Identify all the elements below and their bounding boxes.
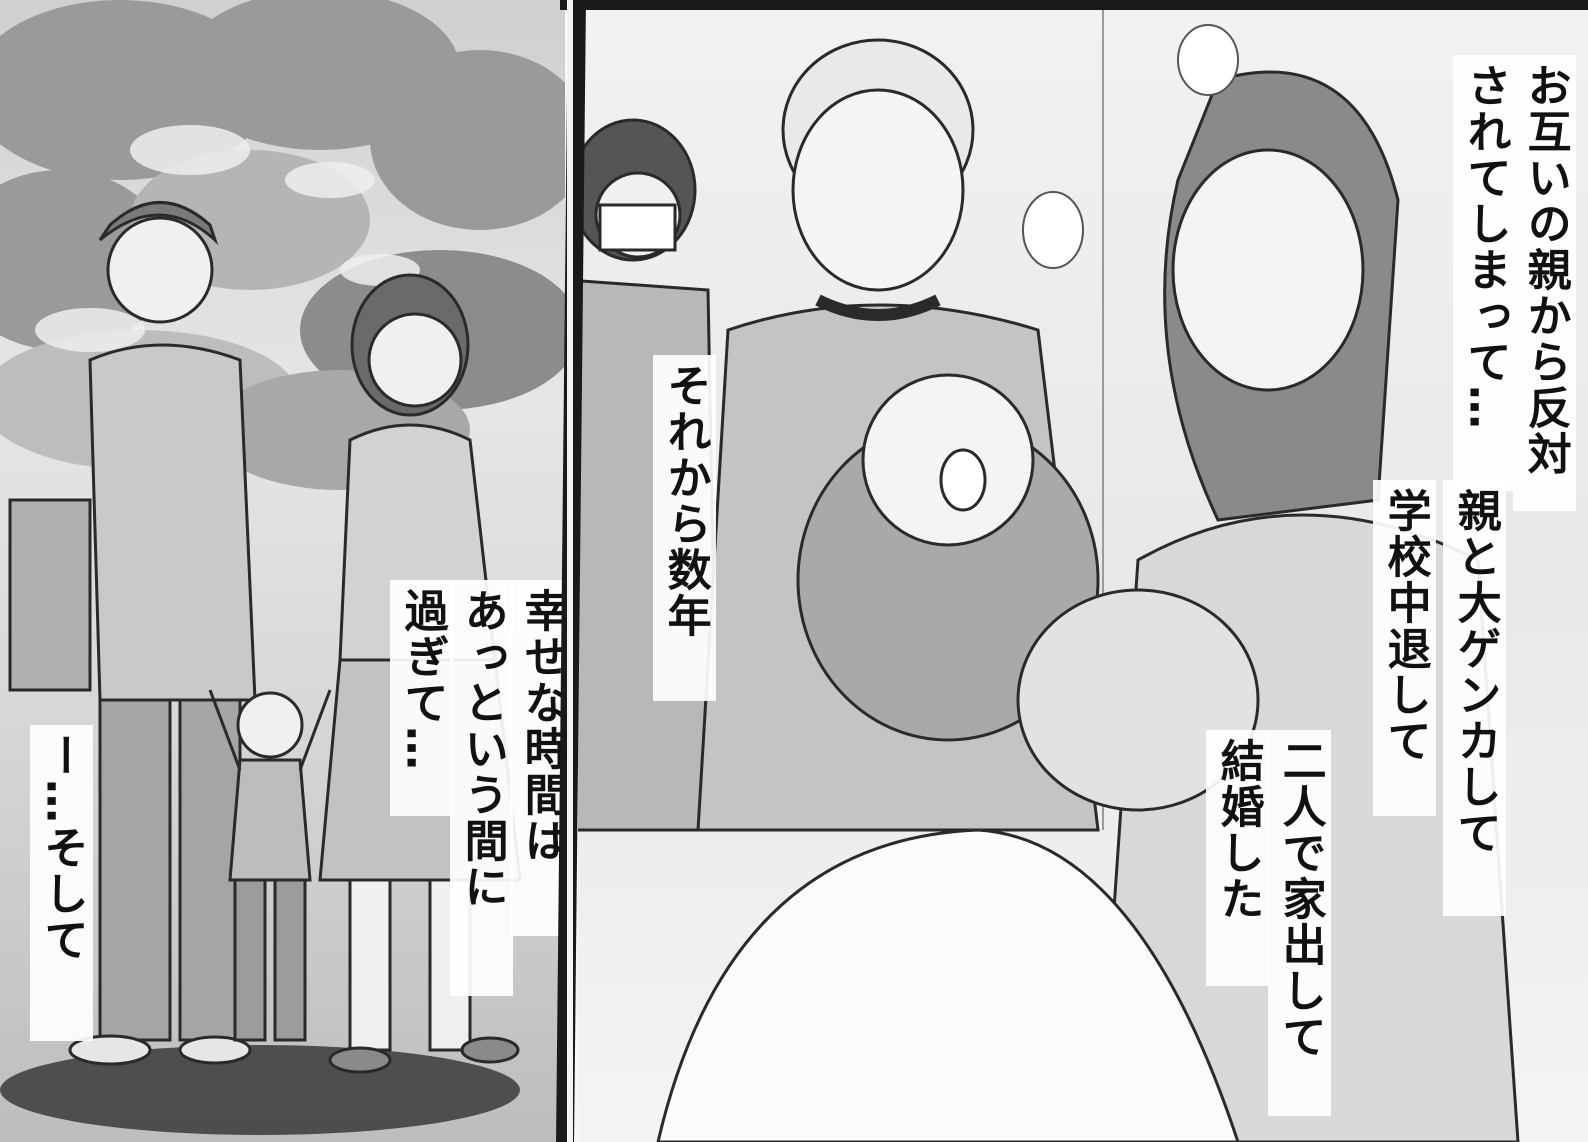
child-figure	[208, 689, 332, 1042]
ground-shadow	[0, 1045, 520, 1135]
caption-parents-opposed-2: されてしまって…	[1453, 55, 1516, 491]
caption-parents-opposed-1: お互いの親から反対	[1513, 55, 1576, 511]
caption-dropped-out: 学校中退して	[1373, 480, 1436, 816]
bed-sheet	[656, 828, 1240, 1142]
panel-border-top	[560, 0, 1588, 10]
caption-ran-away: 二人で家出して	[1268, 730, 1331, 1116]
cloud-highlights	[35, 125, 420, 352]
caption-big-fight: 親と大ゲンカして	[1443, 480, 1506, 916]
empty-bubble-top	[1177, 24, 1239, 96]
caption-then: ー…そして	[30, 725, 93, 1041]
empty-bubble-mid	[1022, 191, 1084, 269]
caption-married: 結婚した	[1206, 730, 1269, 986]
birth-scene-illustration	[578, 0, 1520, 1142]
panel-gutter-gap	[567, 0, 573, 1142]
caption-flew-by: あっという間に	[450, 580, 513, 996]
baby-figure	[796, 373, 1100, 742]
caption-happy-time: 幸せな時間は	[510, 580, 565, 936]
man-figure	[8, 201, 257, 1066]
tree-canopy	[0, 0, 565, 490]
caption-years-later: それから数年	[653, 355, 716, 701]
caption-passed: 過ぎて…	[390, 580, 453, 816]
panel-family-walk: ー…そして 幸せな時間は あっという間に 過ぎて…	[0, 0, 565, 1142]
panel-birth-scene: それから数年 お互いの親から反対 されてしまって… 親と大ゲンカして 学校中退し…	[578, 0, 1588, 1142]
